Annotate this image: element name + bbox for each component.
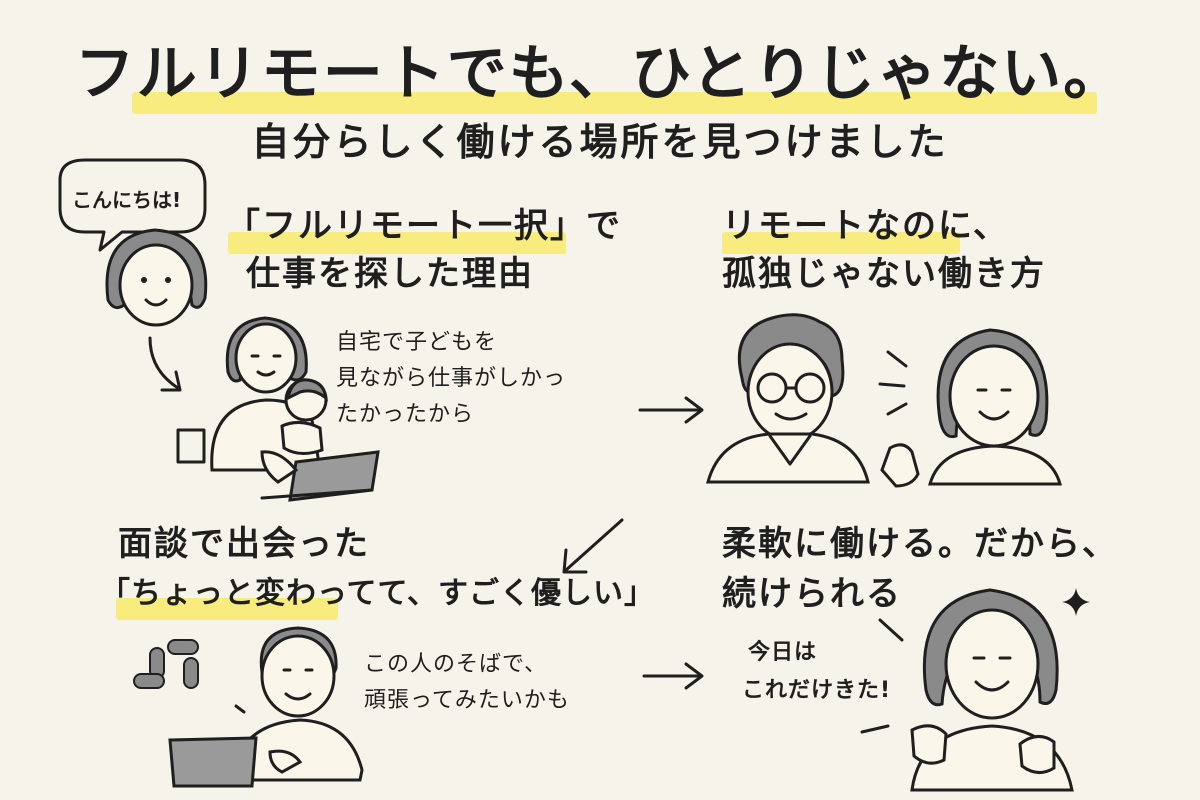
section3-note-line1: この人のそばで、 (364, 652, 548, 677)
section3-note-line2: 頑張ってみたいかも (364, 688, 570, 713)
section1-heading-line2: 仕事を探した理由 (246, 254, 534, 294)
section4-heading-line2: 続けられる (722, 574, 902, 614)
speech-bubble-icon (58, 158, 207, 252)
section3-heading-line1: 面談で出会った (118, 524, 370, 564)
arrow-icon (148, 336, 182, 392)
section1-highlight (228, 232, 566, 254)
page-title: フルリモートでも、ひとりじゃない。 (74, 39, 1126, 109)
section4-heading-line1: 柔軟に働ける。だから、 (722, 524, 1118, 564)
arrow-icon (638, 396, 704, 424)
section2-heading-line1: リモートなのに、 (722, 206, 1009, 246)
sparkle-icon (1062, 588, 1090, 616)
title-highlight (132, 92, 1097, 114)
section4-note-line1: 今日は (748, 640, 818, 665)
section4-note-line2: これだけきた! (742, 678, 892, 703)
speech-lines-icon (860, 618, 904, 734)
section2-heading-line2: 孤独じゃない働き方 (722, 254, 1046, 294)
page-subtitle: 自分らしく働ける場所を見つけました (251, 120, 949, 164)
section1-note-line1: 自宅で子どもを (336, 330, 498, 355)
arrow-icon (642, 662, 704, 690)
section1-heading-line1: 「フルリモート一択」で (226, 206, 622, 246)
greeting-woman-figure (105, 228, 208, 327)
arrow-icon (562, 518, 624, 574)
section1-note-line3: たかったから (336, 402, 475, 427)
waving-woman-figure (880, 328, 1062, 488)
section1-note-line2: 見ながら仕事がしかっ (336, 366, 567, 391)
mother-with-child-figure (176, 316, 380, 502)
section3-highlight (116, 598, 338, 620)
speech-lines-icon (878, 350, 908, 416)
man-with-glasses-figure (706, 313, 870, 484)
greeting-bubble-text: こんにちは! (72, 188, 182, 212)
section2-highlight (722, 232, 960, 254)
chat-app-logo-icon (133, 639, 199, 689)
section3-heading-line2: 「ちょっと変わってて、すごく優しい」 (100, 576, 655, 611)
cheering-woman-figure (910, 588, 1074, 792)
man-at-laptop-figure (168, 626, 364, 788)
